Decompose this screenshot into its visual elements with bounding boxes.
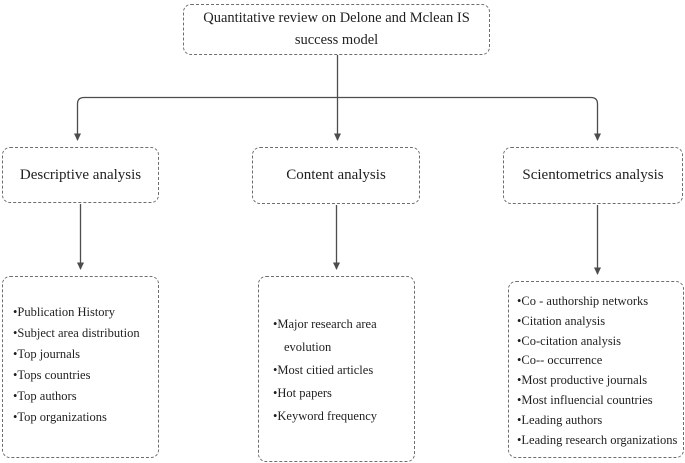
- list-item: Subject area distribution: [13, 323, 156, 344]
- items-node-content-analysis: Major research area evolutionMost citied…: [258, 276, 415, 462]
- root-node: Quantitative review on Delone and Mclean…: [183, 4, 490, 55]
- list-item: Major research area evolution: [273, 313, 410, 359]
- branch-node-scientometrics-analysis: Scientometrics analysis: [503, 147, 683, 204]
- list-item: Top journals: [13, 344, 156, 365]
- bullet-list: Co - authorship networksCitation analysi…: [517, 292, 681, 450]
- list-item: Keyword frequency: [273, 405, 410, 428]
- list-item: Co-- occurrence: [517, 351, 681, 371]
- list-item: Leading authors: [517, 411, 681, 431]
- list-item: Most influencial countries: [517, 391, 681, 411]
- list-item: Top authors: [13, 386, 156, 407]
- branch-label: Scientometrics analysis: [522, 167, 664, 183]
- list-item: Hot papers: [273, 382, 410, 405]
- items-node-descriptive-analysis: Publication HistorySubject area distribu…: [2, 276, 159, 458]
- list-item: Top organizations: [13, 407, 156, 428]
- list-item: Tops countries: [13, 365, 156, 386]
- list-item: Co-citation analysis: [517, 332, 681, 352]
- list-item: Leading research organizations: [517, 431, 681, 451]
- branch-label: Content analysis: [286, 167, 386, 183]
- branch-node-content-analysis: Content analysis: [252, 147, 420, 204]
- branch-node-descriptive-analysis: Descriptive analysis: [2, 147, 159, 203]
- items-node-scientometrics-analysis: Co - authorship networksCitation analysi…: [508, 281, 684, 458]
- list-item: Publication History: [13, 302, 156, 323]
- arrow-root-to-scientometrics: [337, 96, 601, 141]
- branch-label: Descriptive analysis: [19, 166, 142, 183]
- bullet-list: Publication HistorySubject area distribu…: [13, 302, 156, 428]
- bullet-list: Major research area evolutionMost citied…: [273, 313, 410, 428]
- list-item: Co - authorship networks: [517, 292, 681, 312]
- root-title: Quantitative review on Delone and Mclean…: [203, 9, 470, 48]
- list-item: Most citied articles: [273, 359, 410, 382]
- list-item: Most productive journals: [517, 371, 681, 391]
- list-item: Citation analysis: [517, 312, 681, 332]
- arrow-root-to-descriptive: [74, 96, 338, 141]
